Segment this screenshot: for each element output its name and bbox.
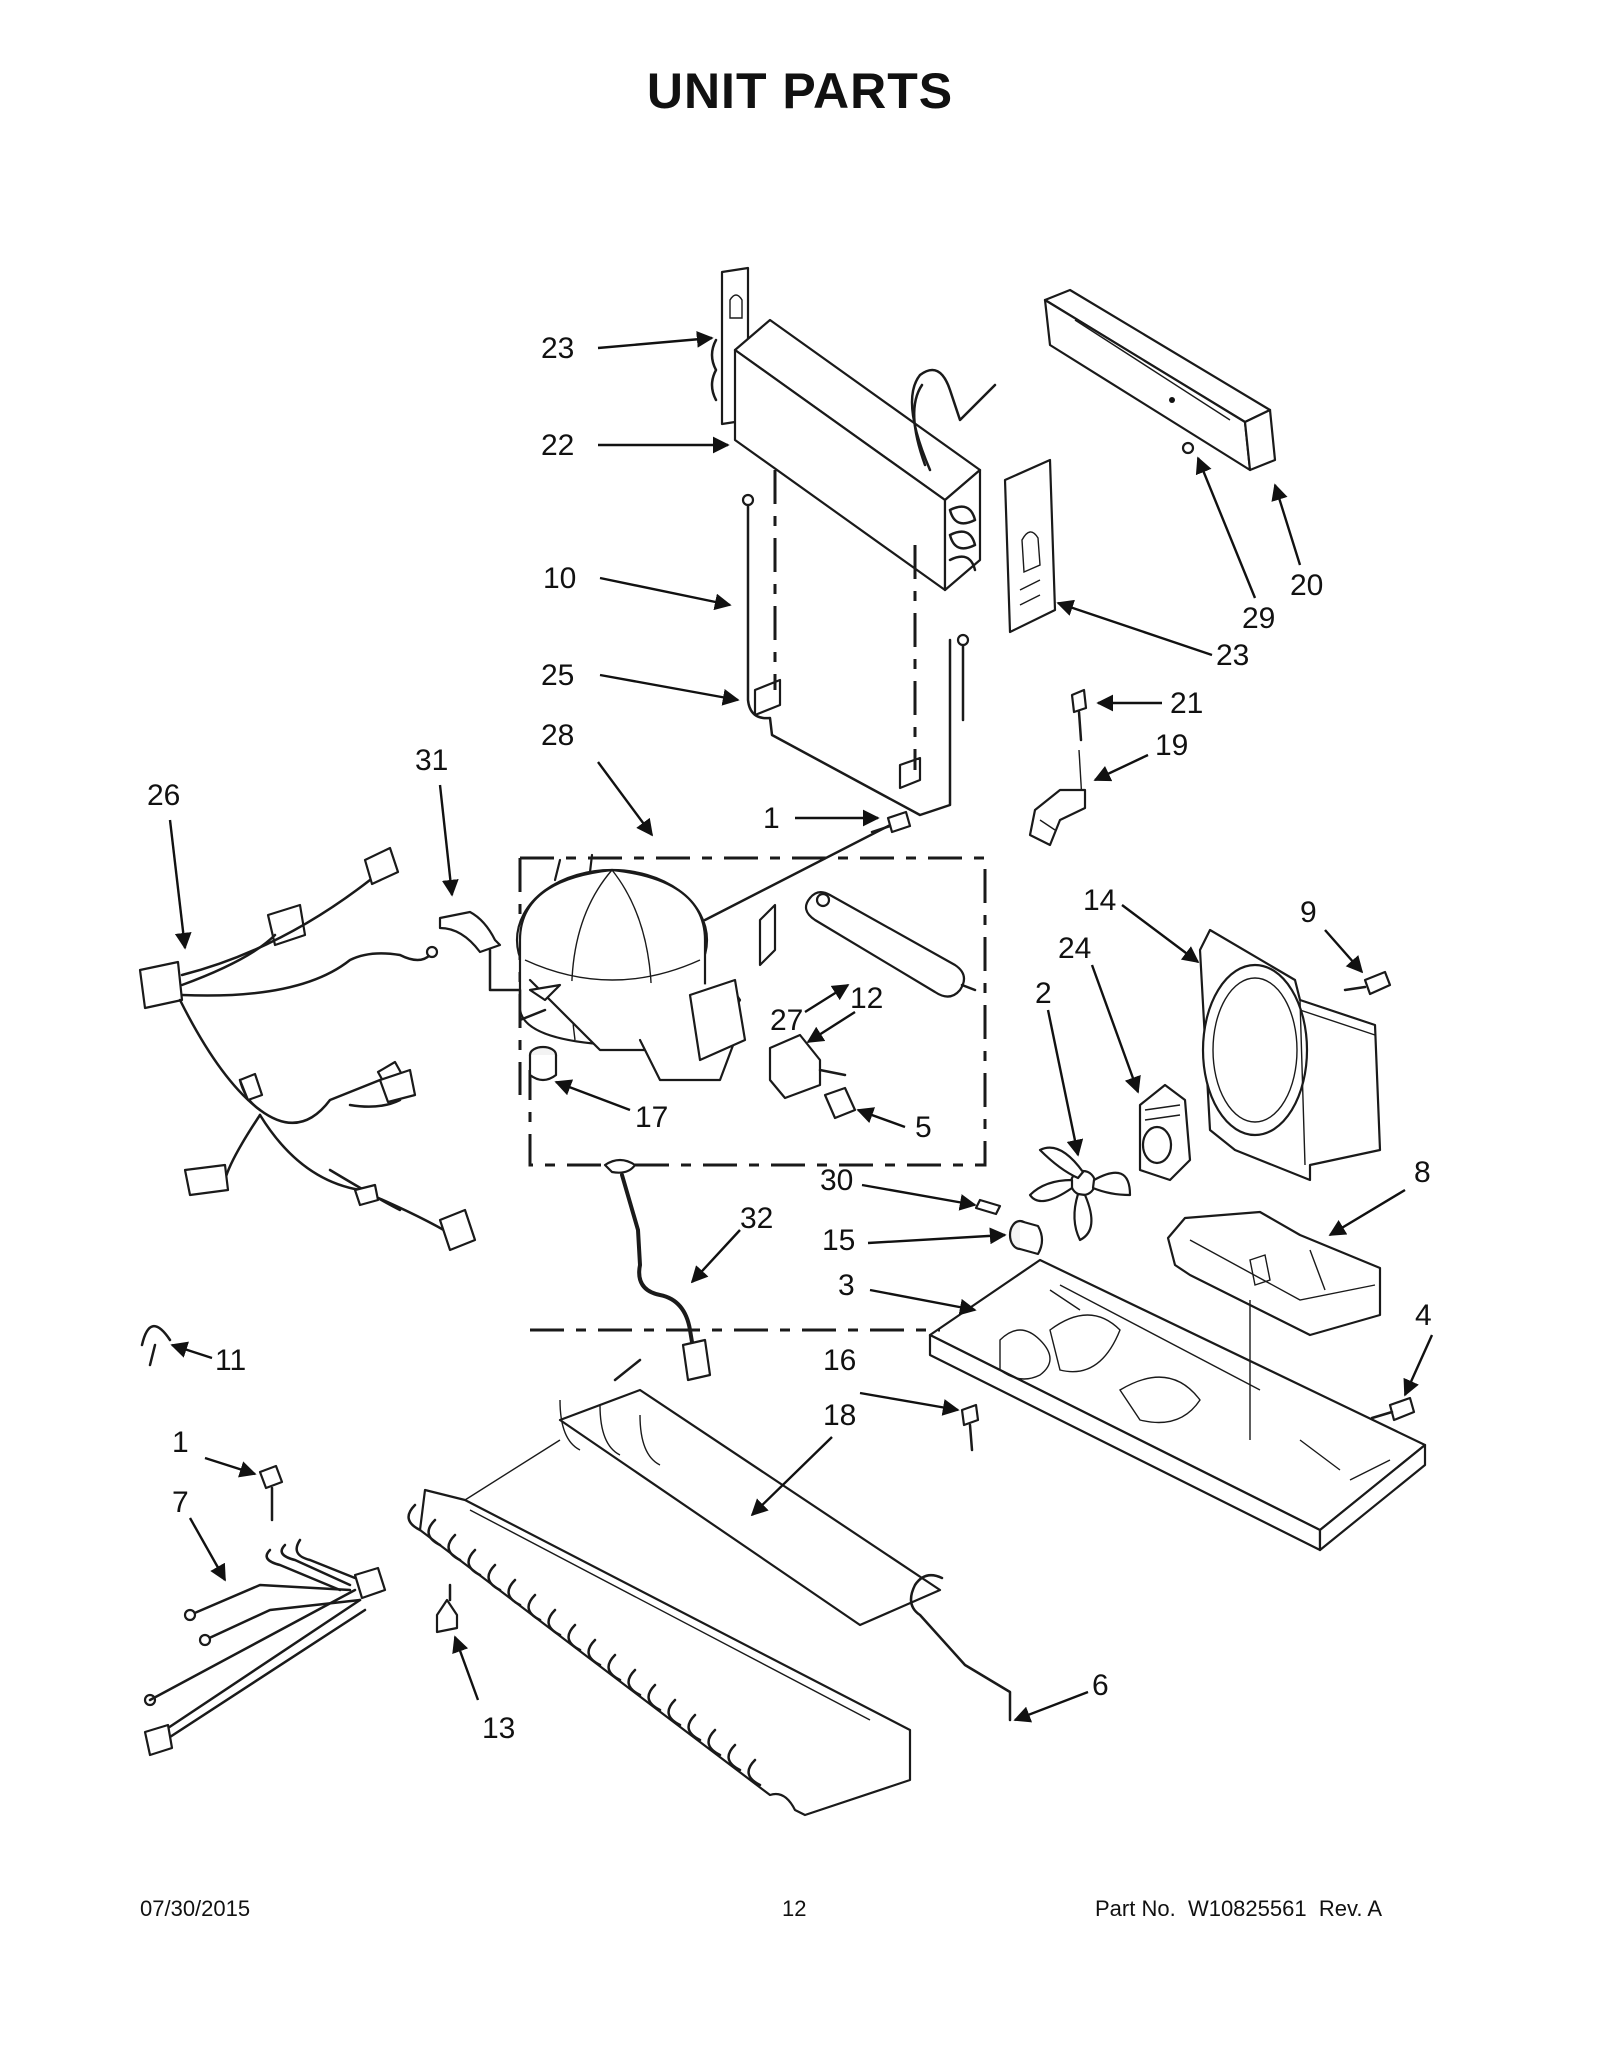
clip-11 [140,1325,172,1367]
callout-3: 3 [838,1269,855,1302]
screw-9 [1343,970,1392,996]
callout-12: 12 [850,982,883,1015]
footer-part-info: Part No. W10825561 Rev. A [1095,1896,1382,1922]
screw-1-bottom [258,1464,284,1522]
callout-17: 17 [635,1101,668,1134]
callout-11: 11 [215,1344,246,1377]
callout-23: 23 [541,332,574,365]
callout-1: 1 [763,802,780,835]
cover-screw [1181,441,1195,455]
callout-19: 19 [1155,729,1188,762]
condenser-18 [407,1358,942,1817]
footer-date: 07/30/2015 [140,1896,251,1921]
callout-18: 18 [823,1399,856,1432]
drain-tube-32 [603,1158,712,1382]
base-plate-3 [928,1258,1427,1552]
callout-27: 27 [770,1004,803,1037]
callout-24: 24 [1058,932,1091,965]
callout-29: 29 [1242,602,1275,635]
fan-shroud-14 [1198,928,1382,1182]
power-cord-31 [438,910,547,1022]
compressor [515,818,902,1082]
callout-13: 13 [482,1712,515,1745]
clip-13 [435,1583,459,1634]
callout-21: 21 [1170,687,1203,720]
grommet-17 [528,1045,558,1082]
callout-31: 31 [415,744,448,777]
callout-4: 4 [1415,1299,1432,1332]
screw-1-top [870,810,912,834]
footer-page-number: 12 [782,1896,807,1921]
callout-16: 16 [823,1344,856,1377]
callout-20: 20 [1290,569,1323,602]
callout-labels: 23 22 10 25 28 31 26 1 27 12 17 5 20 29 … [147,332,1432,1745]
compressor-area-box [520,856,987,1167]
callout-26: 26 [147,779,180,812]
screw-21 [1070,688,1088,801]
callout-25: 25 [541,659,574,692]
page-title: UNIT PARTS [646,63,954,119]
callout-32: 32 [740,1202,773,1235]
callout-23: 23 [1216,639,1249,672]
callout-2: 2 [1035,977,1052,1010]
screw-4 [1370,1396,1416,1422]
wiring-harness-26 [138,846,477,1252]
spacer-30 [974,1198,1002,1216]
footer-revision: Rev. A [1318,1896,1383,1921]
callout-1: 1 [172,1426,189,1459]
mounting-bracket-19 [1028,788,1087,847]
footer-part-label: Part No. [1095,1896,1176,1921]
callout-5: 5 [915,1111,932,1144]
evaporator-bracket-right [1003,458,1057,634]
callout-22: 22 [541,429,574,462]
ground-harness-7 [143,1538,387,1757]
callout-14: 14 [1083,884,1116,917]
defrost-tube-assembly [741,493,970,817]
callout-8: 8 [1414,1156,1431,1189]
tube-6 [909,1573,1012,1722]
bushing-15 [1008,1219,1044,1256]
callout-15: 15 [822,1224,855,1257]
fan-blade-2 [1028,1146,1132,1242]
leader-lines [168,330,1434,1723]
start-relay-12 [768,1033,847,1100]
filter-drier-27 [804,891,977,998]
screw-16 [960,1403,980,1452]
callout-28: 28 [541,719,574,752]
overload-5 [823,1086,857,1120]
callout-6: 6 [1092,1669,1109,1702]
callout-30: 30 [820,1164,853,1197]
footer-part-number: W10825561 [1187,1896,1307,1921]
callout-10: 10 [543,562,576,595]
evaporator-cover [1043,288,1277,472]
fan-bracket-8 [1166,1210,1382,1337]
evaporator [733,318,997,592]
fan-motor-24 [1138,1083,1192,1182]
callout-7: 7 [172,1486,189,1519]
callout-9: 9 [1300,896,1317,929]
